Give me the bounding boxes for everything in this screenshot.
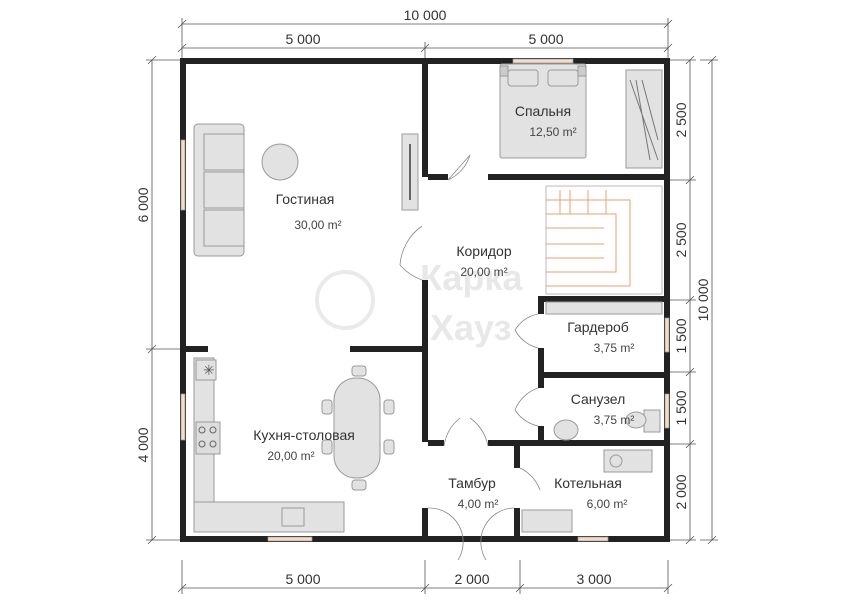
dim-right-5: 2 000 (673, 474, 689, 509)
dimension-lines (146, 18, 718, 594)
dim-right-2: 2 500 (673, 222, 689, 257)
water-tank-icon (521, 509, 573, 533)
washbasin-icon (553, 419, 579, 441)
closet-icon (625, 69, 663, 169)
round-table-icon (261, 143, 299, 181)
door-boiler-icon (519, 467, 541, 491)
room-kitchen-area: 20,00 m² (267, 449, 314, 463)
windows (180, 58, 670, 542)
watermark-logo-icon (315, 270, 375, 330)
room-living-name: Гостиная (276, 191, 335, 207)
cooktop-icon (195, 421, 221, 455)
room-corridor-name: Коридор (456, 243, 512, 259)
wardrobe-shelf-icon (545, 301, 663, 315)
dim-right-4: 1 500 (673, 390, 689, 425)
window-wardrobe (664, 317, 670, 353)
dining-table-icon (321, 365, 395, 491)
room-vestibule-name: Тамбур (448, 475, 496, 491)
dim-bottom-3: 3 000 (576, 571, 611, 587)
window-kitchen-bottom (267, 536, 313, 542)
room-bathroom-area: 3,75 m² (594, 413, 635, 427)
dim-top-total: 10 000 (404, 7, 447, 23)
window-bath (664, 393, 670, 429)
dim-bottom-1: 5 000 (285, 571, 320, 587)
dim-right-1: 2 500 (673, 102, 689, 137)
room-vestibule-area: 4,00 m² (458, 497, 499, 511)
bed-icon (499, 63, 587, 159)
door-vestibule-inner-icon (443, 417, 461, 447)
watermark-line1: Карка (420, 257, 523, 298)
room-bedroom-area: 12,50 m² (529, 125, 576, 139)
room-wardrobe-name: Гардероб (567, 319, 629, 335)
dim-right-total: 10 000 (695, 278, 711, 321)
furniture: ✳ (193, 63, 663, 533)
watermark-line2: Хауз (430, 307, 511, 348)
window-bedroom (512, 58, 574, 64)
walls (180, 58, 670, 542)
room-boiler-area: 6,00 m² (587, 497, 628, 511)
room-boiler-name: Котельная (554, 475, 622, 491)
dim-top-left: 5 000 (285, 31, 320, 47)
door-bedroom-icon (447, 154, 471, 181)
dim-left-bottom: 4 000 (135, 427, 151, 462)
room-living-area: 30,00 m² (294, 218, 341, 232)
dim-bottom-2: 2 000 (454, 571, 489, 587)
room-wardrobe-area: 3,75 m² (594, 341, 635, 355)
svg-text:✳: ✳ (203, 362, 215, 378)
sink-icon (281, 507, 305, 527)
watermark: Карка Хауз (315, 257, 523, 348)
dim-right-3: 1 500 (673, 318, 689, 353)
fridge-icon (195, 359, 217, 381)
sofa-icon (193, 123, 245, 257)
door-wardrobe-icon (514, 313, 539, 331)
room-corridor-area: 20,00 m² (460, 265, 507, 279)
doors (399, 154, 541, 561)
window-living (180, 139, 186, 211)
dim-top-right: 5 000 (528, 31, 563, 47)
window-kitchen (180, 393, 186, 441)
dim-left-top: 6 000 (135, 187, 151, 222)
toilet-icon (625, 409, 661, 433)
window-boiler (577, 536, 609, 542)
door-living-icon (399, 225, 423, 266)
door-entrance-icon (427, 507, 464, 561)
room-kitchen-name: Кухня-столовая (253, 427, 355, 443)
burners-icon (198, 426, 217, 448)
room-bedroom-name: Спальня (515, 103, 571, 119)
room-bathroom-name: Санузел (571, 391, 626, 407)
stairs-icon (545, 185, 663, 295)
door-bath-icon (514, 387, 539, 411)
room-labels: Спальня 12,50 m² Гостиная 30,00 m² Корид… (253, 103, 634, 511)
